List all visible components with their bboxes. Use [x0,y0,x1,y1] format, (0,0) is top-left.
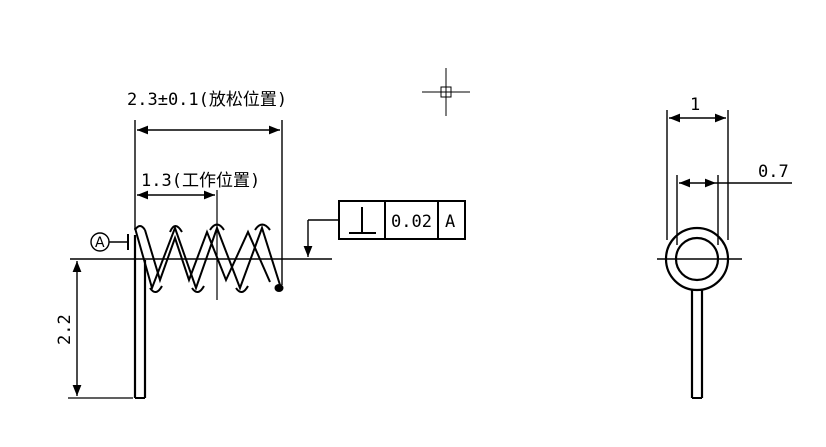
free-length-label: 2.3±0.1(放松位置) [127,90,287,110]
side-view: 2.3±0.1(放松位置) 1.3(工作位置) 2.2 A 0.02 A [55,90,466,399]
tolerance-frame [338,200,466,240]
leg-height-label: 2.2 [55,314,75,345]
tolerance-value: 0.02 [391,212,432,232]
coil-loop [149,285,163,293]
datum-letter: A [95,235,105,251]
coil-loop [254,223,271,231]
coil-loop [169,225,183,233]
crosshair-icon [422,68,470,116]
tolerance-datum: A [445,212,455,232]
wire-label: 0.7 [758,162,789,182]
coil-outer-circle [664,226,730,292]
end-view: 1 0.7 [657,95,792,399]
work-length-label: 1.3(工作位置) [141,171,260,191]
coil-loop [191,285,205,293]
width-label: 1 [690,95,700,115]
coil-inner-circle [674,236,720,282]
perpendicularity-icon [349,207,376,234]
coil-wire-outer [134,224,281,292]
coil-wire-inner [144,229,271,284]
coil-end-cap [274,284,284,292]
coil-loop [134,225,146,231]
coil-loop [235,285,249,293]
